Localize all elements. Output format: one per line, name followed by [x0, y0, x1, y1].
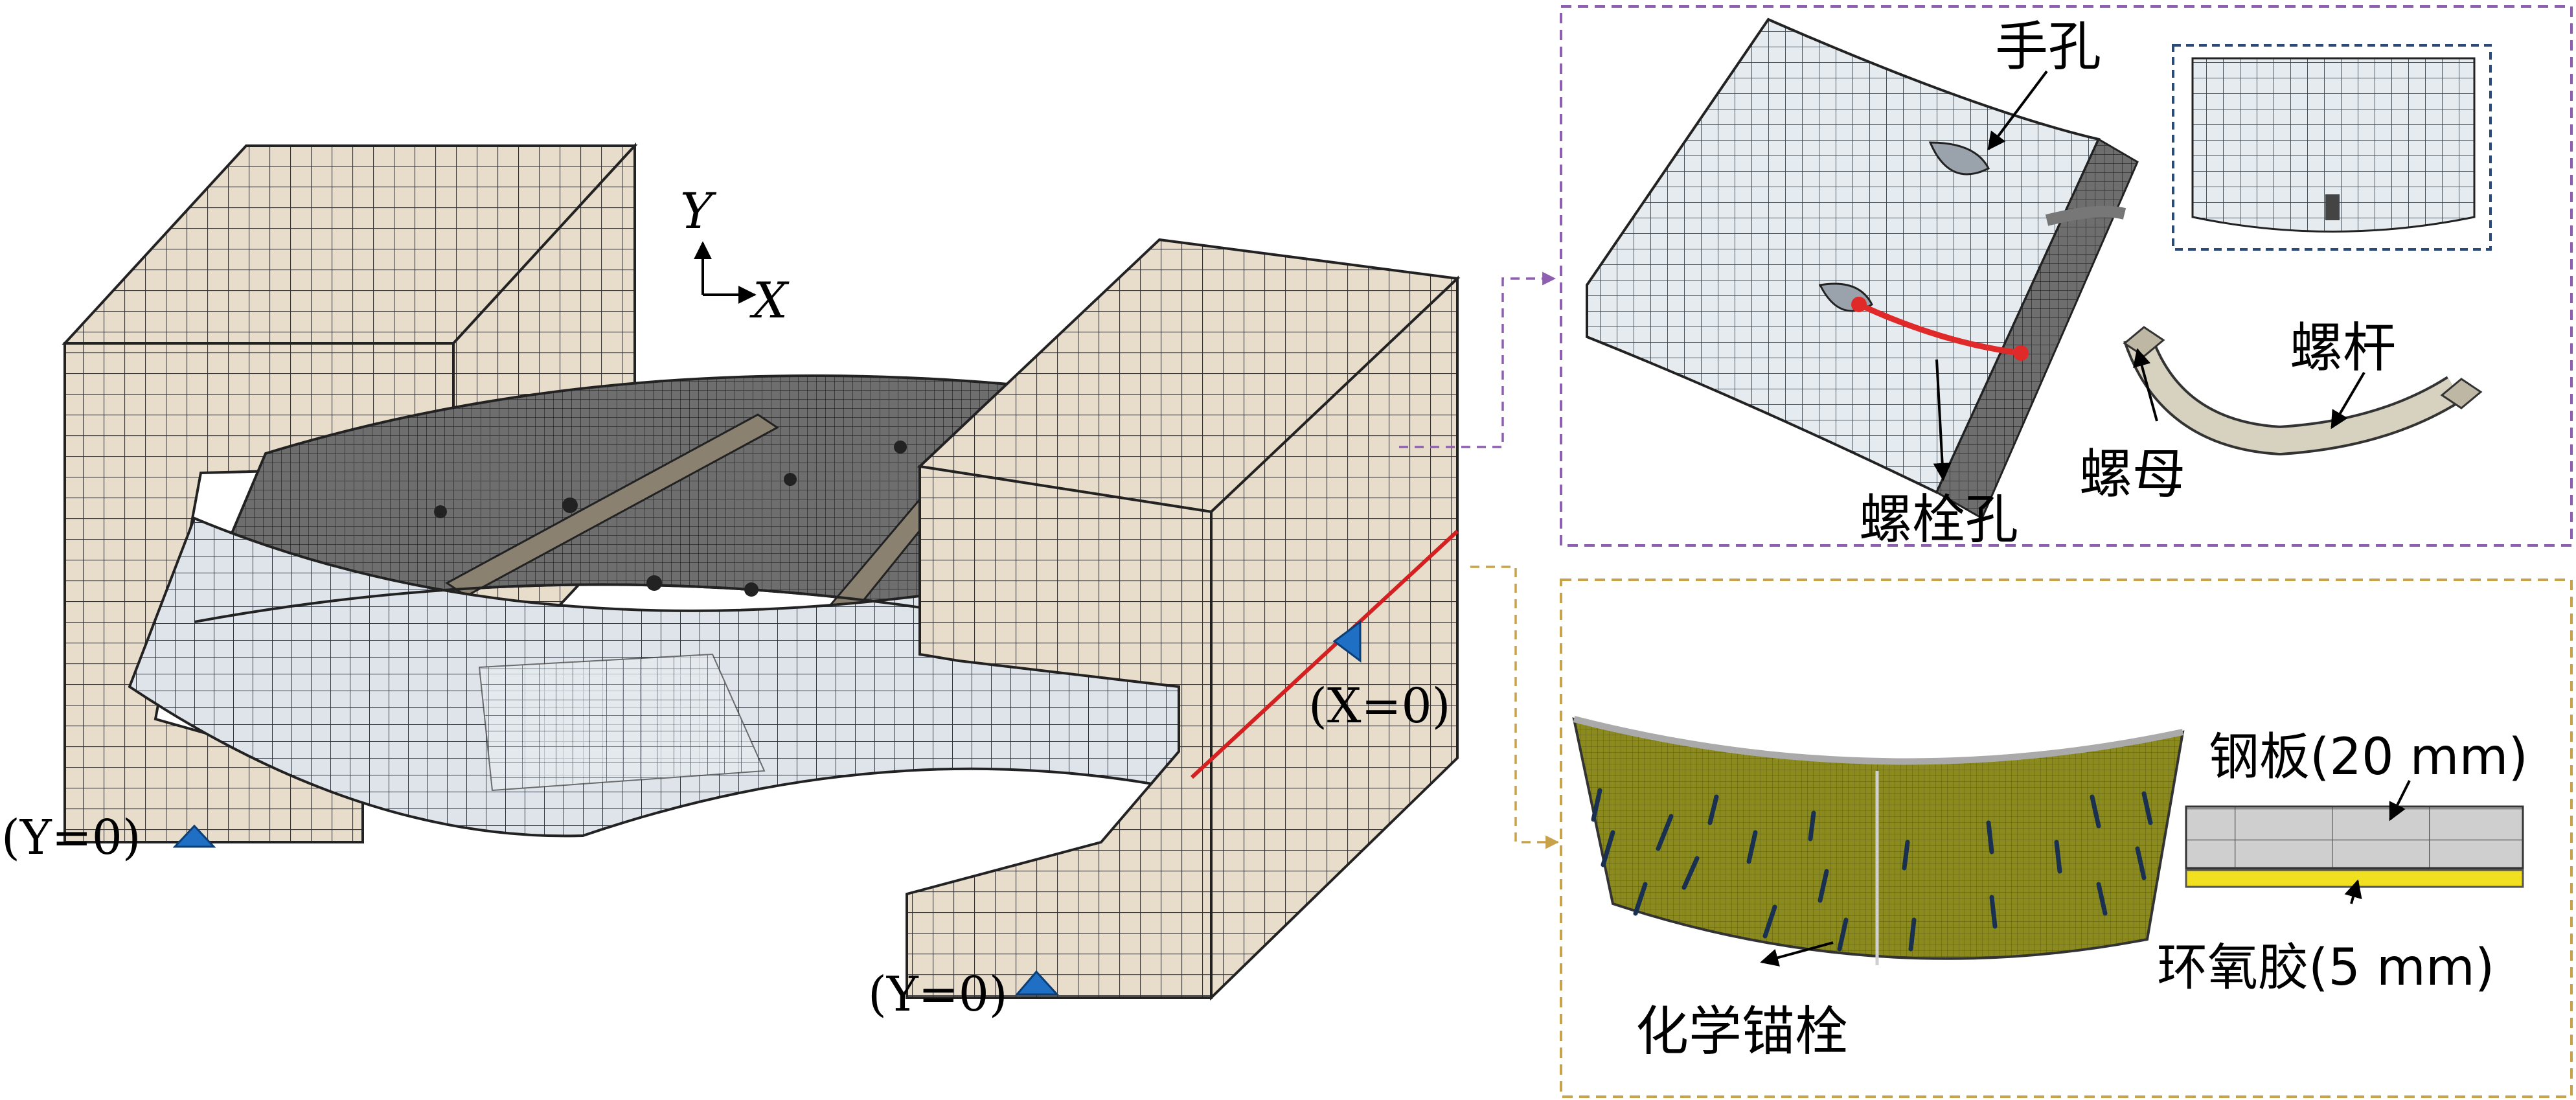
- label-hand-hole: 手孔: [1995, 16, 2101, 78]
- detail-plate-panel: 钢板(20 mm) 环氧胶(5 mm) 化学锚栓: [1560, 579, 2573, 1098]
- bc-marker-right: [1332, 620, 1362, 663]
- bolt-segment: [1586, 17, 2139, 520]
- anchor-bolts: [1591, 788, 2153, 952]
- label-epoxy: 环氧胶(5 mm): [2157, 939, 2494, 997]
- label-bolt-rod: 螺杆: [2290, 317, 2396, 379]
- detail-bolt-frame: [1560, 5, 2573, 547]
- label-bolt-hole: 螺栓孔: [1859, 489, 2018, 551]
- bc-label-right: (X=0): [1308, 678, 1451, 734]
- right-reaction-block: [906, 238, 1461, 1001]
- curved-steel-plate: [1572, 716, 2185, 965]
- axis-y-label: Y: [680, 182, 717, 240]
- boundary-conditions: (Y=0) (Y=0) (X=0): [1, 620, 1451, 1022]
- main-model: Y X (Y=0) (Y=0) (X=0): [1, 142, 1461, 1022]
- axis-x-label: X: [749, 271, 790, 329]
- connector-top: [1399, 271, 1556, 448]
- label-nut: 螺母: [2079, 444, 2185, 505]
- detail-bolt-panel: 手孔 螺栓孔 螺杆 螺母: [1560, 5, 2573, 551]
- label-chemical-anchor: 化学锚栓: [1636, 1001, 1848, 1062]
- coordinate-axes: Y X: [680, 182, 790, 329]
- plate-cross-section: [2185, 805, 2524, 888]
- bc-marker-left: [172, 824, 216, 848]
- bolt-inset: [2172, 44, 2492, 251]
- bc-label-left: (Y=0): [1, 810, 141, 865]
- bc-marker-bottom: [1014, 970, 1060, 996]
- label-steel-plate: 钢板(20 mm): [2209, 728, 2528, 786]
- bc-label-bottom: (Y=0): [868, 967, 1008, 1022]
- connector-bottom: [1470, 566, 1560, 849]
- detail-plate-frame: [1560, 579, 2573, 1098]
